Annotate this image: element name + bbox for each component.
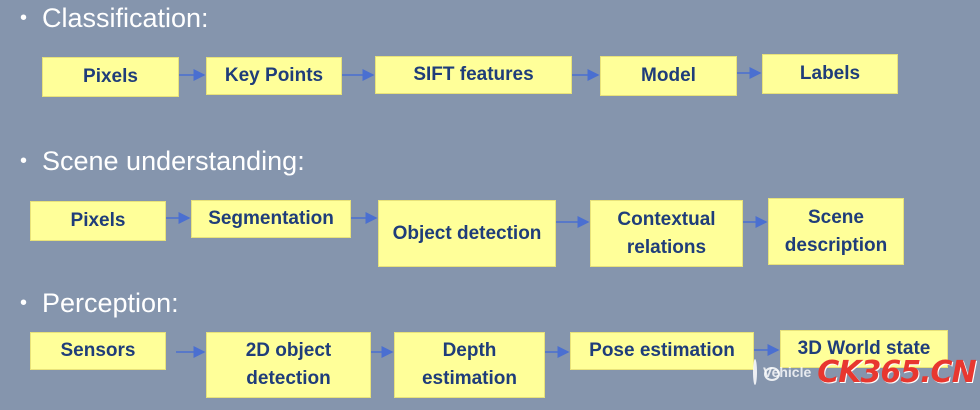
section-heading-scene-understanding: • Scene understanding: [20, 145, 305, 177]
step-pose-estimation: Pose estimation [570, 332, 754, 370]
step-pixels: Pixels [30, 201, 166, 241]
section-title: Scene understanding: [42, 146, 305, 176]
step-label: Segmentation [208, 208, 334, 229]
step-label: Pixels [83, 66, 138, 87]
step-depth-estimation: Depth estimation [394, 332, 545, 398]
step-label: Model [641, 65, 696, 86]
step-label: Contextual relations [617, 208, 716, 258]
step-labels: Labels [762, 54, 898, 94]
step-label: Labels [799, 63, 861, 84]
bullet-icon: • [20, 150, 28, 172]
bullet-icon: • [20, 7, 28, 29]
step-label: Pose estimation [589, 340, 735, 361]
step-label: Pixels [70, 210, 126, 231]
section-heading-perception: • Perception: [20, 287, 179, 319]
watermark-text: Vehicle [763, 364, 812, 380]
step-sift-features: SIFT features [375, 56, 572, 94]
step-label: Object detection [392, 222, 542, 244]
step-label: 2D object detection [245, 340, 332, 389]
step-label: Depth estimation [421, 340, 518, 389]
step-scene-description: Scene description [768, 198, 904, 265]
chat-icon [753, 359, 780, 385]
step-label: SIFT features [413, 64, 534, 85]
step-label: Scene description [784, 206, 888, 256]
step-contextual-relations: Contextual relations [590, 200, 743, 267]
section-heading-classification: • Classification: [20, 2, 209, 34]
watermark-logo: CK365.CN [817, 354, 976, 390]
step-label: Sensors [60, 340, 136, 361]
section-title: Classification: [42, 3, 209, 33]
step-model: Model [600, 56, 737, 96]
step-label: 3D World state [797, 338, 931, 359]
step-2d-object-detection: 2D object detection [206, 332, 371, 398]
step-pixels: Pixels [42, 57, 179, 97]
bullet-icon: • [20, 292, 28, 314]
watermark: Vehicle CK365.CN [753, 352, 977, 392]
step-object-detection: Object detection [378, 200, 556, 267]
step-key-points: Key Points [206, 57, 342, 95]
step-segmentation: Segmentation [191, 200, 351, 238]
step-sensors: Sensors [30, 332, 166, 370]
step-label: Key Points [224, 65, 324, 86]
step-3d-world-state: 3D World state [780, 330, 948, 368]
section-title: Perception: [42, 288, 179, 318]
